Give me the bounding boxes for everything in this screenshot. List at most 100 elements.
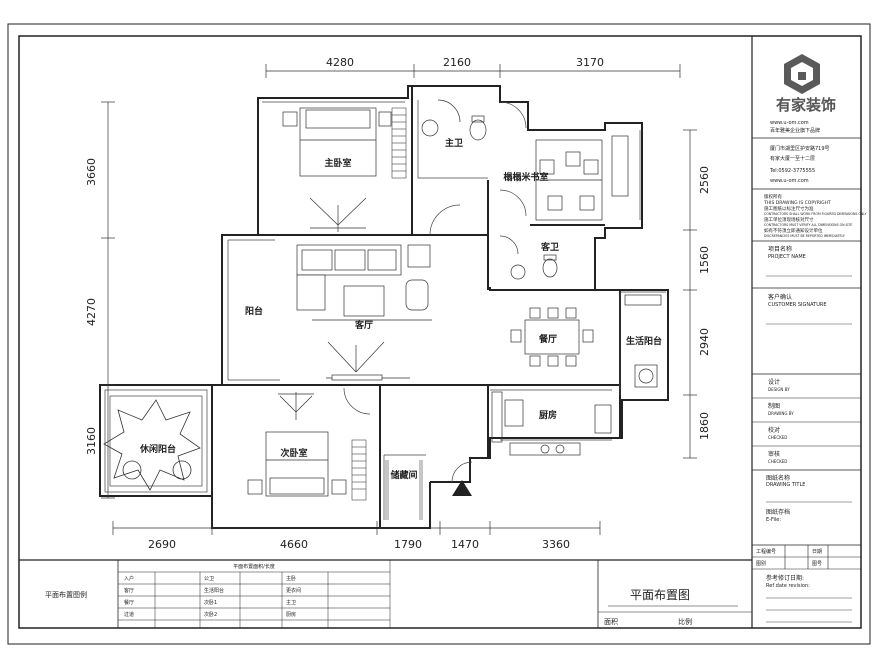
tb-check-en: CHECKED — [768, 435, 787, 440]
tb-project-cn: 项目名称 — [768, 245, 792, 253]
room-leisure-balcony: 休闲阳台 — [139, 443, 176, 455]
tb-project-en: PROJECT NAME — [768, 254, 806, 260]
tb-project-no: 工程编号 — [756, 548, 776, 555]
dim-right-4: 1860 — [698, 412, 711, 440]
walls — [99, 85, 669, 529]
room-balcony: 阳台 — [245, 305, 263, 317]
copyright-line7: DISCREPANCIES MUST BE REPORTED IMMEDIATE… — [764, 234, 845, 238]
area-label: 面积 — [604, 617, 618, 626]
room-tatami: 榻榻米书室 — [502, 171, 548, 183]
cell-2-0: 餐厅 — [124, 599, 134, 606]
brand-logo — [784, 54, 820, 94]
cell-0-0: 入户 — [124, 575, 134, 582]
dim-top-2: 2160 — [443, 56, 471, 69]
room-living: 客厅 — [354, 319, 373, 331]
brand-slogan: 百年雅美企业旗下品牌 — [770, 127, 820, 134]
tb-check-cn: 校对 — [768, 426, 780, 434]
tb-drawing-cn: 制图 — [768, 402, 780, 410]
master-bed — [282, 107, 392, 177]
cell-0-2: 主卧 — [286, 575, 296, 582]
room-kitchen: 厨房 — [539, 409, 557, 421]
storage-shelves — [385, 460, 423, 520]
tb-drawing: 图别 — [756, 560, 766, 567]
tb-audit-cn: 审核 — [768, 450, 780, 458]
living-light — [326, 341, 410, 381]
brand-address: 厦门市湖里区护安路719号 — [770, 145, 830, 152]
dim-bottom-1: 2690 — [148, 538, 176, 551]
washer — [624, 294, 662, 388]
dim-top-3: 3170 — [576, 56, 604, 69]
cell-3-0: 过道 — [124, 611, 134, 618]
brand-url2: www.u-om.com — [770, 178, 809, 184]
tb-file-cn: 图纸存档 — [766, 508, 790, 516]
dim-right-3: 2940 — [698, 328, 711, 356]
wardrobe-second — [351, 439, 367, 501]
tatami-furniture — [535, 135, 629, 221]
dim-bottom-5: 3360 — [542, 538, 570, 551]
cell-0-1: 公卫 — [204, 576, 214, 582]
cell-3-1: 次卧2 — [204, 611, 217, 618]
brand-address2: 有家大厦一至十二层 — [770, 155, 815, 162]
tb-design-en: DESIGN BY — [768, 387, 790, 392]
cell-1-1: 生活阳台 — [204, 587, 224, 594]
copyright-line3: CONTRACTORS SHALL WORK FROM FIGURED DIME… — [764, 212, 867, 216]
living-sofa — [296, 244, 432, 321]
entry-arrow — [452, 480, 472, 496]
dim-top-1: 4280 — [326, 56, 354, 69]
room-storage: 储藏间 — [390, 469, 417, 481]
dim-bottom-3: 1790 — [394, 538, 422, 551]
brand-url: www.u-om.com — [770, 120, 809, 126]
cell-2-2: 主卫 — [286, 599, 296, 606]
tb-number: 图号 — [812, 561, 822, 567]
tb-title-cn: 图纸名称 — [766, 474, 790, 482]
dim-bottom-2: 4660 — [280, 538, 308, 551]
tb-customer-en: CUSTOMER SIGNATURE — [768, 302, 827, 308]
legend-name: 平面布置图例 — [45, 590, 87, 599]
inner-frame — [18, 35, 862, 629]
door-swings — [343, 99, 527, 483]
copyright-line4: 施工单位须现场核对尺寸 — [764, 216, 814, 223]
area-table-grid — [118, 560, 391, 628]
room-service-balcony: 生活阳台 — [626, 335, 662, 347]
area-table-cells: 入户 公卫 主卧 客厅 生活阳台 更衣间 餐厅 次卧1 主卫 过道 次卧2 厨房 — [124, 575, 301, 618]
room-master-bath: 主卫 — [445, 137, 463, 149]
second-light — [278, 392, 314, 420]
tb-audit-en: CHECKED — [768, 459, 787, 464]
room-second-bedroom: 次卧室 — [280, 447, 307, 459]
scale-label: 比例 — [678, 617, 692, 626]
tb-revision-cn: 参考修订日期: — [766, 574, 804, 582]
dim-left-1: 3660 — [85, 158, 98, 186]
brand-name: 有家装饰 — [776, 96, 836, 114]
dimension-lines — [101, 64, 697, 535]
copyright-line6: 如有不符须立即通知设计单位 — [764, 227, 823, 234]
tb-design-cn: 设计 — [768, 378, 780, 386]
copyright-line1: THIS DRAWING IS COPYRIGHT — [763, 200, 831, 206]
leisure-rug — [103, 399, 201, 491]
copyright-title: 版权所有 — [764, 193, 782, 200]
cell-3-2: 厨房 — [286, 611, 296, 618]
dim-bottom-4: 1470 — [451, 538, 479, 551]
tb-date: 日期 — [812, 549, 822, 555]
bath-fixtures — [421, 115, 558, 280]
drawing-title: 平面布置图 — [630, 588, 690, 602]
cell-1-0: 客厅 — [124, 587, 134, 594]
copyright-line2: 施工图纸以标注尺寸为准 — [764, 205, 814, 212]
tb-revision-en: Ref date revision: — [766, 583, 810, 589]
room-dining: 餐厅 — [538, 333, 557, 345]
dim-left-3: 3160 — [85, 427, 98, 455]
brand-tel: Tel:0592-3775555 — [769, 168, 815, 174]
tb-drawing-en: DRAWING BY — [768, 411, 794, 416]
interior-lines — [104, 100, 666, 520]
cell-1-2: 更衣间 — [286, 587, 301, 594]
copyright-line5: CONTRACTORS MUST VERIFY ALL DIMENSIONS O… — [764, 223, 852, 227]
outer-frame — [7, 23, 871, 645]
dining-table — [510, 307, 594, 367]
cell-2-1: 次卧1 — [204, 599, 217, 606]
room-master-bedroom: 主卧室 — [324, 157, 351, 169]
tb-title-en: DRAWING TITLE — [766, 482, 805, 488]
dim-right-1: 2560 — [698, 166, 711, 194]
dim-right-2: 1560 — [698, 246, 711, 274]
second-bed — [247, 431, 347, 497]
tb-file-en: E-File: — [766, 517, 781, 523]
